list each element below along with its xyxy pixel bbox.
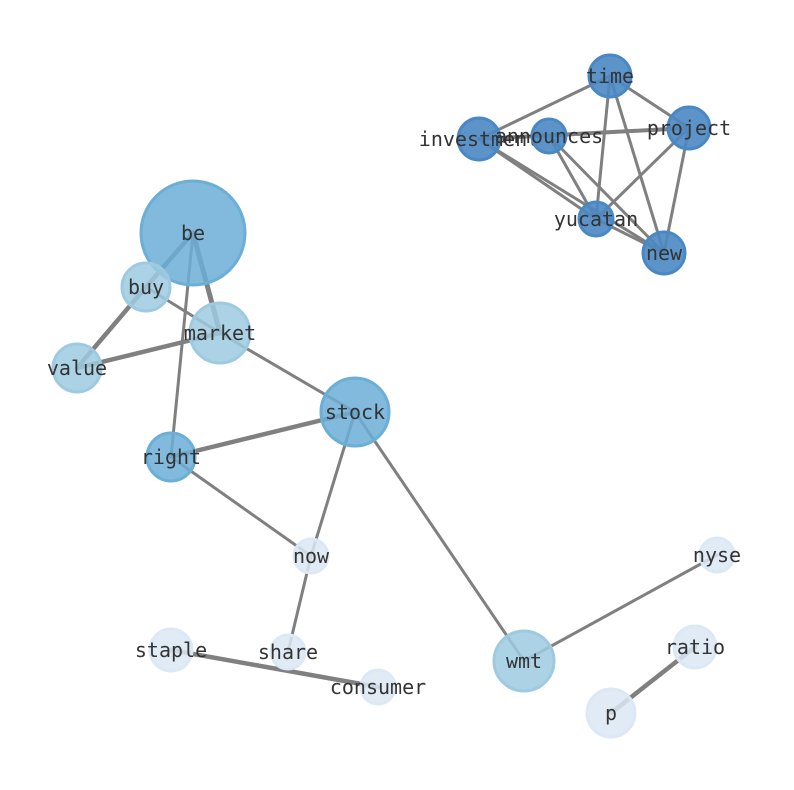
node-label-time: time [586,64,634,88]
node-right: right [141,431,201,483]
node-circle-project [666,105,712,151]
node-circle-nyse [698,536,736,574]
node-wmt: wmt [492,629,556,693]
node-circle-staple [148,627,194,673]
edge-layer [74,74,719,716]
node-circle-be [139,179,247,287]
node-staple: staple [135,627,207,673]
node-investment: investment [419,116,539,162]
node-p: p [585,687,637,739]
node-label-now: now [293,544,330,568]
node-circle-right [145,431,197,483]
node-label-nyse: nyse [693,543,741,567]
node-label-buy: buy [128,275,164,299]
node-label-right: right [141,445,201,469]
node-market: market [184,301,256,365]
node-circle-value [51,342,103,394]
node-label-p: p [605,701,617,725]
edge-time-yucatan [594,74,612,221]
node-circle-now [292,537,330,575]
node-label-be: be [181,221,205,245]
node-buy: buy [120,261,172,313]
node-label-announces: announces [495,124,603,148]
edge-right-now [169,455,313,558]
node-now: now [292,537,330,575]
node-project: project [647,105,731,151]
node-ratio: ratio [665,624,725,670]
node-label-project: project [647,116,731,140]
node-announces: announces [495,117,603,155]
node-circle-consumer [359,668,397,706]
node-be: be [139,179,247,287]
node-circle-buy [120,261,172,313]
node-circle-p [585,687,637,739]
edge-announces-new [547,134,666,255]
node-circle-stock [319,376,391,448]
node-circle-new [641,230,687,276]
node-label-new: new [646,241,683,265]
node-label-value: value [47,356,107,380]
node-nyse: nyse [693,536,741,574]
node-circle-announces [530,117,568,155]
node-circle-wmt [492,629,556,693]
edge-announces-project [547,126,691,138]
node-circle-investment [456,116,502,162]
node-consumer: consumer [330,668,426,706]
node-label-consumer: consumer [330,675,426,699]
node-label-staple: staple [135,638,207,662]
node-yucatan: yucatan [554,200,638,238]
node-circle-yucatan [577,200,615,238]
node-circle-market [188,301,252,365]
node-new: new [641,230,687,276]
node-share: share [258,633,318,671]
node-circle-ratio [672,624,718,670]
edge-time-new [608,74,666,255]
node-label-ratio: ratio [665,635,725,659]
node-label-investment: investment [419,127,539,151]
node-label-yucatan: yucatan [554,207,638,231]
edge-investment-new [477,137,666,255]
node-circle-share [269,633,307,671]
node-time: time [586,53,634,99]
edge-stock-wmt [353,410,526,663]
edge-wmt-nyse [522,553,719,663]
edge-staple-consumer [168,647,381,690]
node-label-stock: stock [325,400,385,424]
node-circle-time [587,53,633,99]
node-label-share: share [258,640,318,664]
node-stock: stock [319,376,391,448]
node-label-wmt: wmt [506,649,542,673]
node-label-market: market [184,321,256,345]
node-value: value [47,342,107,394]
edge-investment-time [477,74,612,141]
